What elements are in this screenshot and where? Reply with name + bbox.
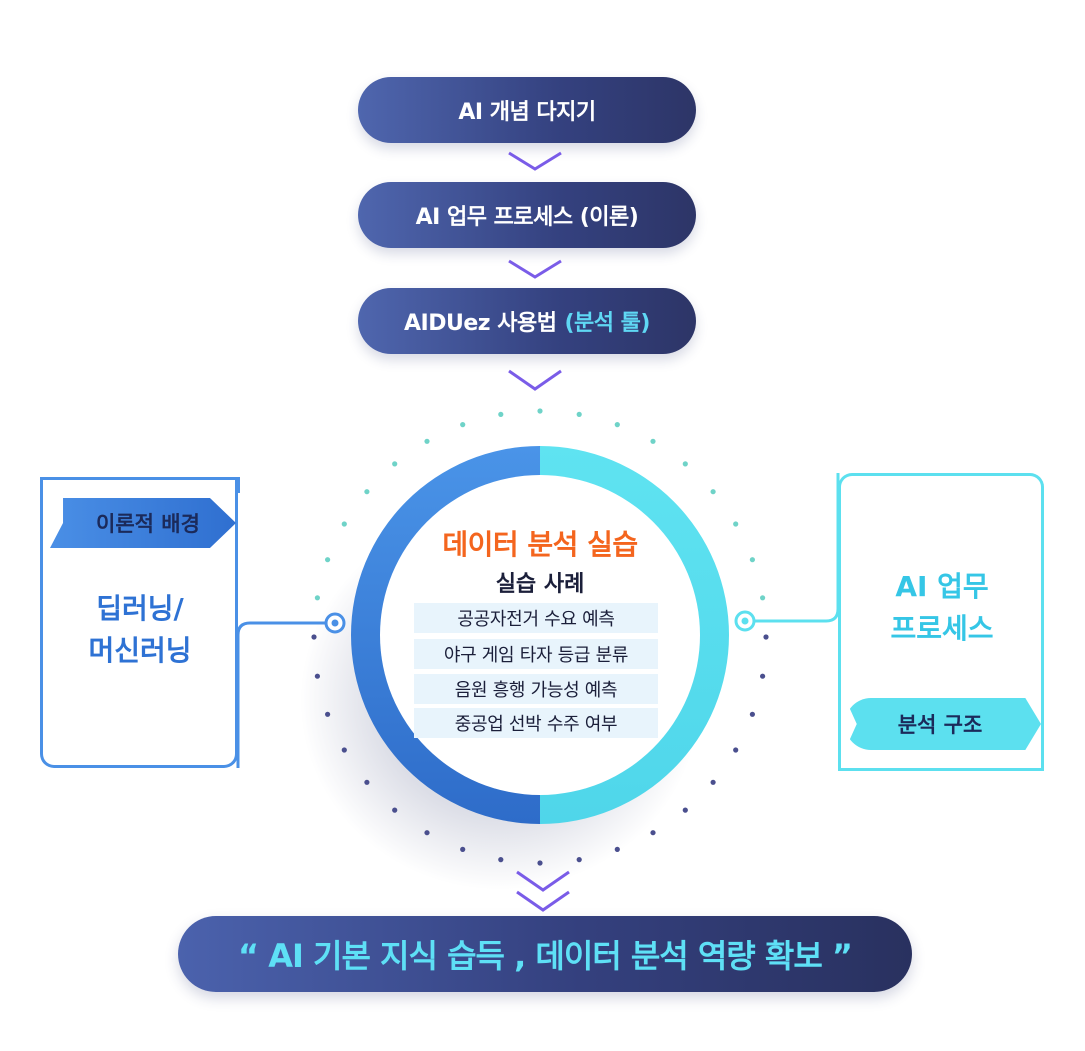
step-aiduez-label: AIDUez 사용법 xyxy=(404,311,557,336)
ring-dot xyxy=(760,595,766,601)
ring-dot xyxy=(537,408,543,414)
center-title: 데이터 분석 실습 xyxy=(442,528,638,561)
step-ai-concepts-label: AI 개념 다지기 xyxy=(458,100,596,125)
step-aiduez-highlight: (분석 툴) xyxy=(564,311,650,336)
ring-dot xyxy=(392,461,398,467)
ai-work-text: AI 업무 xyxy=(895,570,989,603)
ring-dot xyxy=(576,411,582,417)
ring-dot xyxy=(364,779,370,785)
double-chevron-down-icon xyxy=(516,870,570,912)
process-text: 프로세스 xyxy=(890,612,994,645)
chevron-down-icon xyxy=(508,151,562,171)
case-item: 중공업 선박 수주 여부 xyxy=(414,708,658,738)
ring-dot xyxy=(314,595,320,601)
ring-dot xyxy=(498,411,504,417)
ring-dot xyxy=(614,422,620,428)
case-item: 야구 게임 타자 등급 분류 xyxy=(414,639,658,669)
dotted-ring xyxy=(311,408,769,866)
ring-dot xyxy=(364,489,370,495)
left-panel-frame xyxy=(40,480,238,768)
ring-dot xyxy=(537,860,543,866)
right-panel-frame-bottom xyxy=(838,755,1044,771)
ring-dot xyxy=(710,779,716,785)
slogan-banner: “ AI 기본 지식 습득 , 데이터 분석 역량 확보 ” xyxy=(178,916,912,992)
ring-dot xyxy=(614,846,620,853)
case-item: 공공자전거 수요 예측 xyxy=(414,603,658,633)
step-aiduez-usage: AIDUez 사용법 (분석 툴) xyxy=(358,288,696,354)
ring-dot xyxy=(682,807,688,813)
theory-background-label: 이론적 배경 xyxy=(96,512,200,536)
ring-dot xyxy=(749,711,756,717)
step-ai-concepts: AI 개념 다지기 xyxy=(358,77,696,143)
slogan-text: “ AI 기본 지식 습득 , 데이터 분석 역량 확보 ” xyxy=(238,937,853,975)
chevron-down-icon xyxy=(508,369,562,391)
ring-dot xyxy=(749,557,756,563)
step-ai-process-label: AI 업무 프로세스 (이론) xyxy=(415,205,639,230)
ring-dot xyxy=(760,673,766,679)
ring-dot xyxy=(460,846,466,853)
ring-dot xyxy=(576,857,582,863)
right-panel-frame xyxy=(838,473,1044,769)
analysis-structure-label: 분석 구조 xyxy=(897,713,983,737)
ring-dot xyxy=(392,807,398,813)
ring-dot xyxy=(710,489,716,495)
machine-learning-text: 머신러닝 xyxy=(88,634,192,667)
center-subtitle: 실습 사례 xyxy=(495,572,585,597)
analysis-structure-tag: 분석 구조 xyxy=(845,698,1041,750)
ring-dot xyxy=(682,461,688,467)
ring-dot xyxy=(498,857,504,863)
ring-dot xyxy=(325,711,331,717)
ring-dot xyxy=(341,521,347,527)
ring-dot xyxy=(424,830,430,836)
deep-learning-text: 딥러닝/ xyxy=(96,592,184,625)
ring-dot xyxy=(650,438,656,444)
chevron-down-icon xyxy=(508,259,562,279)
ring-dot xyxy=(424,438,430,444)
ring-dot xyxy=(460,422,466,428)
left-panel-text: 딥러닝/ 머신러닝 xyxy=(60,588,220,672)
ring-dot xyxy=(763,634,769,640)
step-ai-process: AI 업무 프로세스 (이론) xyxy=(358,182,696,248)
ring-dot xyxy=(733,521,739,527)
ring-dot xyxy=(325,557,331,563)
case-item: 음원 흥행 가능성 예측 xyxy=(414,674,658,704)
ring-dot xyxy=(314,673,320,679)
right-panel-text: AI 업무 프로세스 xyxy=(842,566,1042,650)
ring-dot xyxy=(650,830,656,836)
ring-dot xyxy=(311,634,317,640)
theory-background-tag: 이론적 배경 xyxy=(50,498,236,548)
ring-dot xyxy=(733,747,739,753)
ring-dot xyxy=(341,747,347,753)
